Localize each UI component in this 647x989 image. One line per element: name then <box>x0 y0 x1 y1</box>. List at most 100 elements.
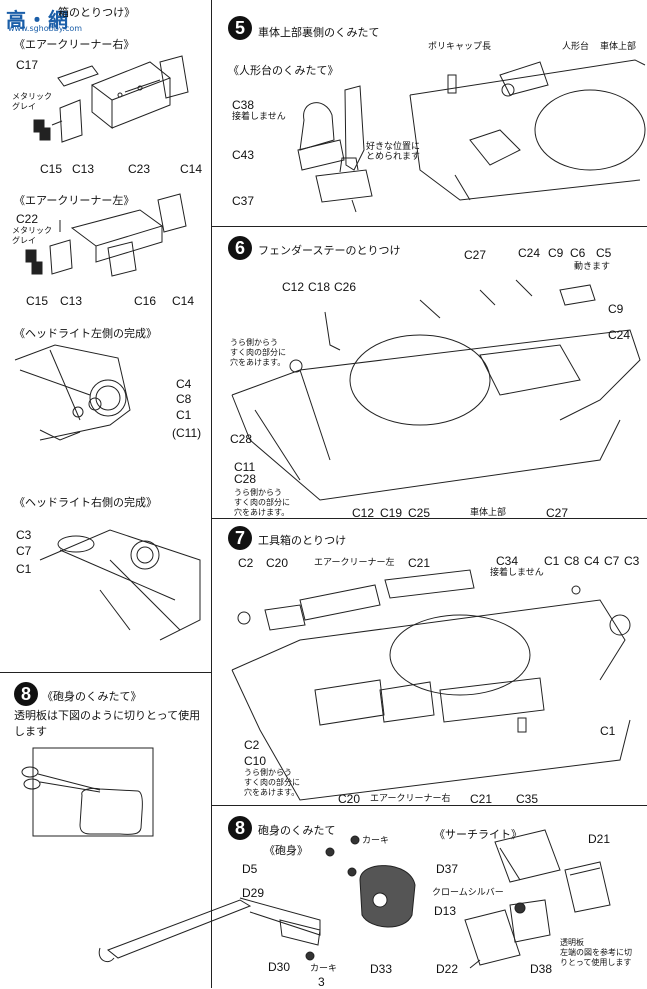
watermark-url: www.sghobby.com <box>8 24 83 33</box>
label-c8-left: C8 <box>176 392 192 406</box>
label-c1-left: C1 <box>176 408 192 422</box>
step-8-title: 砲身のくみたて <box>258 824 336 837</box>
divider-step6 <box>211 226 647 227</box>
watermark-logo: 高・網 <box>6 8 69 32</box>
label-c20-bottom: C20 <box>338 792 361 806</box>
label-c24-right: C24 <box>608 328 631 342</box>
label-c4-left: C4 <box>176 377 192 391</box>
fender-stay-hull-drawing <box>231 279 641 501</box>
polycap-label: ポリキャップ長 <box>428 42 492 52</box>
label-c27-top: C27 <box>464 248 487 262</box>
label-c17: C17 <box>16 58 39 72</box>
figure-stand-label: 人形台 <box>562 42 590 52</box>
position-note: 好きな位置に とめられます <box>366 142 421 162</box>
label-c7-right: C7 <box>16 544 32 558</box>
label-c19: C19 <box>380 506 403 520</box>
air-cleaner-left-drawing <box>25 193 187 277</box>
metallic-gray-note-right: メタリック グレイ <box>12 92 52 111</box>
movable-note: 動きます <box>574 262 611 272</box>
label-c3-step7: C3 <box>624 554 640 568</box>
step-8-left-number: 8 <box>14 682 38 706</box>
step-5-subtitle: 《人形台のくみたて》 <box>228 64 339 77</box>
label-d33: D33 <box>370 962 393 976</box>
label-c26: C26 <box>334 280 357 294</box>
label-c14-right: C14 <box>180 162 203 176</box>
label-d37: D37 <box>436 862 459 876</box>
khaki-note-top: カーキ <box>362 836 390 846</box>
label-c13-left: C13 <box>60 294 83 308</box>
label-c27-bottom: C27 <box>546 506 569 520</box>
label-c25: C25 <box>408 506 431 520</box>
searchlight-drawing <box>464 829 611 969</box>
label-c34: C34 <box>496 554 519 568</box>
khaki-note-bottom: カーキ <box>310 964 338 974</box>
label-c20-top: C20 <box>266 556 289 570</box>
label-c35: C35 <box>516 792 539 806</box>
hole-note-7: うら側からう すく肉の部分に 穴をあけます。 <box>244 768 300 797</box>
headlight-left-title: 《ヘッドライト左側の完成》 <box>14 327 157 340</box>
label-c14-left: C14 <box>172 294 195 308</box>
c38-note: 接着しません <box>232 112 286 122</box>
headlight-left-drawing <box>14 344 131 441</box>
air-cleaner-left-label: エアークリーナー左 <box>314 558 395 568</box>
clear-plate-drawing <box>21 747 154 837</box>
label-c28-left: C28 <box>230 432 253 446</box>
label-c23: C23 <box>128 162 151 176</box>
label-c2-top: C2 <box>238 556 254 570</box>
label-c28-lower: C28 <box>234 472 257 486</box>
air-cleaner-left-title: 《エアークリーナー左》 <box>14 194 135 207</box>
label-c18: C18 <box>308 280 331 294</box>
hull-underside-drawing <box>409 59 646 201</box>
divider-step8 <box>211 805 647 806</box>
step-7-title: 工具箱のとりつけ <box>258 534 347 547</box>
label-c1-right: C1 <box>16 562 32 576</box>
label-d29: D29 <box>242 886 265 900</box>
divider-step7 <box>211 518 647 519</box>
barrel-subtitle: 《砲身》 <box>264 844 308 857</box>
label-c1-step7-right: C1 <box>600 724 616 738</box>
step-6-number: 6 <box>228 236 252 260</box>
metallic-gray-note-left: メタリック グレイ <box>12 226 52 245</box>
step-8-left-title: 《砲身のくみたて》 <box>42 690 142 703</box>
step-5-number: 5 <box>228 16 252 40</box>
label-c11-paren: (C11) <box>172 426 202 440</box>
page-number: 3 <box>318 975 325 989</box>
figure-stand-drawing <box>297 85 373 213</box>
step-6-title: フェンダーステーのとりつけ <box>258 244 401 257</box>
label-c13-right: C13 <box>72 162 95 176</box>
label-c9-top: C9 <box>548 246 564 260</box>
column-divider <box>211 0 212 988</box>
hole-note-6a: うら側からう すく肉の部分に 穴をあけます。 <box>230 338 286 367</box>
upper-hull-label-6: 車体上部 <box>470 508 507 518</box>
label-c16: C16 <box>134 294 157 308</box>
label-c11: C11 <box>234 460 256 474</box>
label-c10: C10 <box>244 754 267 768</box>
label-c22: C22 <box>16 212 39 226</box>
label-c24-top: C24 <box>518 246 541 260</box>
air-cleaner-right-label: エアークリーナー右 <box>370 794 451 804</box>
divider-left-step8 <box>0 672 211 673</box>
hole-note-6b: うら側からう すく肉の部分に 穴をあけます。 <box>234 488 290 517</box>
label-c43: C43 <box>232 148 255 162</box>
label-c21-top: C21 <box>408 556 431 570</box>
gun-barrel-drawing <box>98 835 416 963</box>
c34-note: 接着しません <box>490 568 544 578</box>
label-c15-left: C15 <box>26 294 49 308</box>
label-c38: C38 <box>232 98 255 112</box>
searchlight-subtitle: 《サーチライト》 <box>434 828 522 841</box>
headlight-right-drawing <box>39 529 201 641</box>
label-c8-step7: C8 <box>564 554 580 568</box>
label-c6: C6 <box>570 246 586 260</box>
label-d38: D38 <box>530 962 553 976</box>
upper-hull-label-5: 車体上部 <box>600 42 637 52</box>
air-cleaner-right-title: 《エアークリーナー右》 <box>14 38 135 51</box>
label-c2-bottom: C2 <box>244 738 260 752</box>
label-c3-right: C3 <box>16 528 32 542</box>
label-c15-right: C15 <box>40 162 63 176</box>
label-c12-bottom: C12 <box>352 506 375 520</box>
tool-box-title: 箱のとりつけ》 <box>58 6 136 19</box>
label-c9-right: C9 <box>608 302 624 316</box>
label-d13: D13 <box>434 904 457 918</box>
label-c5: C5 <box>596 246 612 260</box>
step-8-left-text: 透明板は下図のように切りとって使用します <box>14 709 201 738</box>
